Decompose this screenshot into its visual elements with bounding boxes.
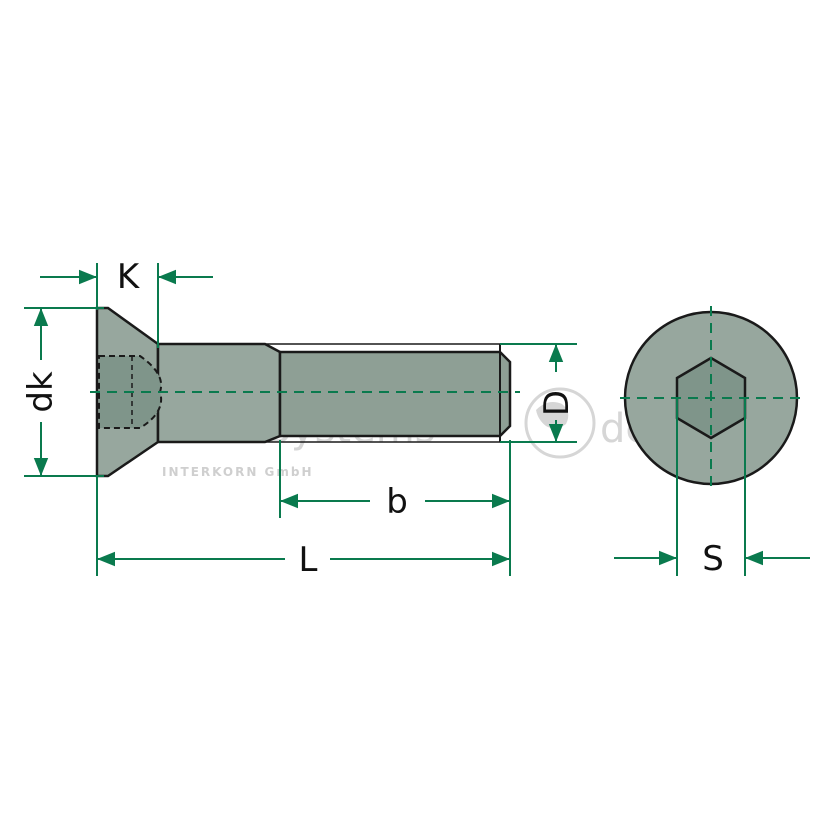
- dimension-dk: dk: [21, 307, 104, 477]
- globe-landmass: [536, 402, 569, 429]
- label-b: b: [386, 482, 408, 522]
- label-k: K: [117, 257, 141, 297]
- label-s: S: [702, 539, 724, 579]
- label-d: D: [537, 390, 577, 416]
- bolt-thread: [278, 350, 512, 438]
- watermark-company: INTERKORN GmbH: [162, 465, 314, 479]
- dimension-s: S: [614, 398, 810, 579]
- dimension-d: D: [500, 343, 577, 443]
- dimension-k: K: [40, 257, 213, 348]
- bolt-end-view: [620, 306, 806, 492]
- dimension-l: L: [96, 476, 510, 580]
- globe-icon: [524, 387, 596, 459]
- label-l: L: [299, 540, 318, 580]
- dimension-b: b: [279, 440, 511, 576]
- label-dk: dk: [21, 371, 61, 413]
